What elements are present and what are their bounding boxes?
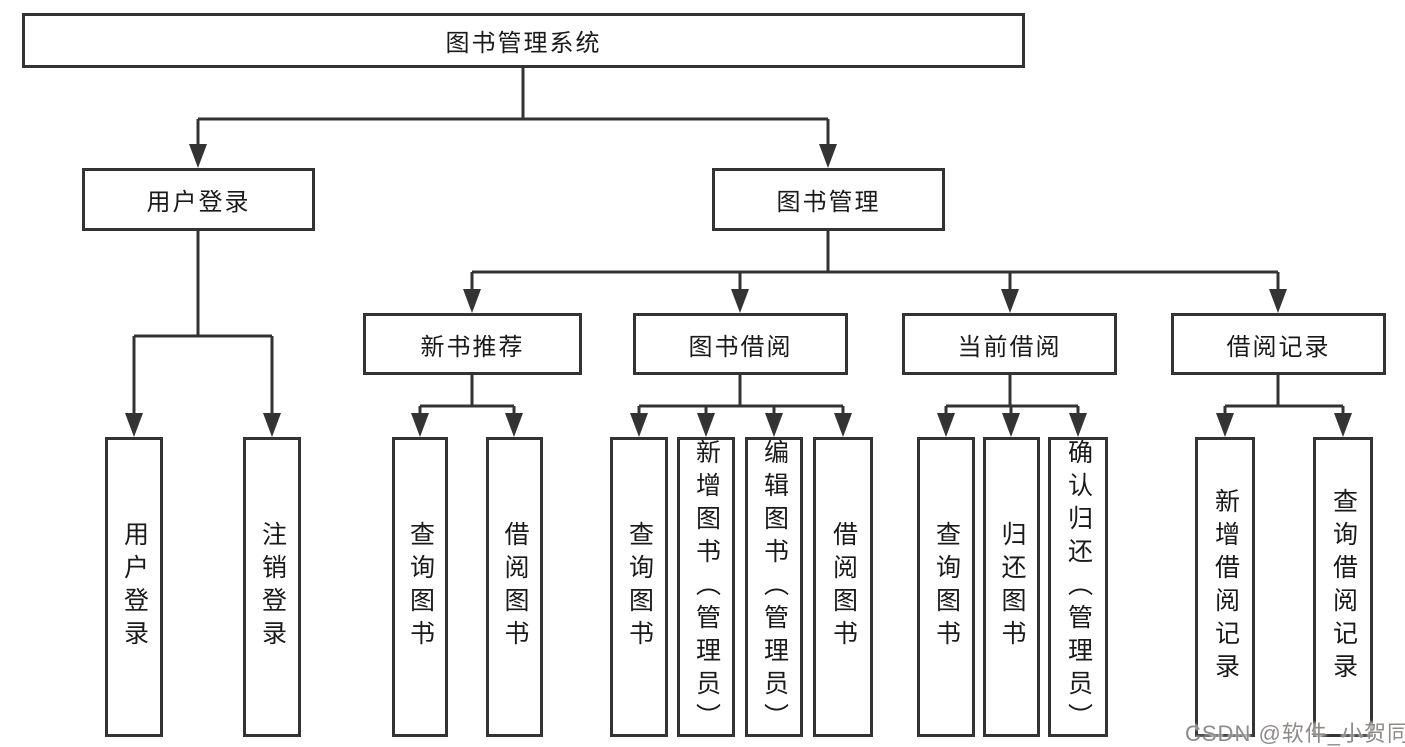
leaf-label: 新增借阅记录: [1211, 488, 1240, 686]
node-book-management: 图书管理: [712, 168, 945, 231]
leaf-query-books-borrow: 查询图书: [610, 437, 668, 737]
node-library-management-system: 图书管理系统: [22, 13, 1025, 68]
leaf-confirm-return-admin: 确认归还（管理员）: [1048, 437, 1108, 737]
node-current-borrowing: 当前借阅: [902, 313, 1117, 375]
leaf-label: 查询图书: [932, 521, 961, 653]
leaf-add-books-admin: 新增图书（管理员）: [677, 437, 735, 737]
node-borrowing-records: 借阅记录: [1171, 313, 1386, 375]
node-book-borrowing: 图书借阅: [633, 313, 848, 375]
leaf-return-books: 归还图书: [983, 437, 1040, 737]
node-new-book-recommendation: 新书推荐: [363, 313, 582, 375]
leaf-label: 新增图书（管理员）: [692, 438, 721, 736]
leaf-label: 查询借阅记录: [1329, 488, 1358, 686]
leaf-label: 编辑图书（管理员）: [760, 438, 789, 736]
leaf-query-books-recommend: 查询图书: [392, 437, 448, 737]
leaf-label: 归还图书: [998, 521, 1026, 653]
leaf-user-login: 用户登录: [105, 437, 163, 737]
leaf-logout: 注销登录: [243, 437, 301, 737]
leaf-label: 用户登录: [120, 521, 149, 653]
leaf-label: 借阅图书: [829, 521, 858, 653]
leaf-label: 查询图书: [625, 521, 654, 653]
leaf-label: 查询图书: [406, 521, 435, 653]
leaf-label: 借阅图书: [501, 521, 529, 653]
leaf-edit-books-admin: 编辑图书（管理员）: [745, 437, 803, 737]
leaf-query-books-current: 查询图书: [917, 437, 975, 737]
leaf-borrow-books: 借阅图书: [813, 437, 873, 737]
csdn-watermark: CSDN @软件_小贺同学: [1185, 721, 1405, 746]
leaf-borrow-books-recommend: 借阅图书: [486, 437, 543, 737]
leaf-label: 注销登录: [258, 521, 287, 653]
leaf-label: 确认归还（管理员）: [1064, 438, 1093, 736]
leaf-query-borrow-record: 查询借阅记录: [1313, 437, 1373, 737]
leaf-add-borrow-record: 新增借阅记录: [1195, 437, 1255, 737]
node-user-login: 用户登录: [82, 168, 315, 231]
